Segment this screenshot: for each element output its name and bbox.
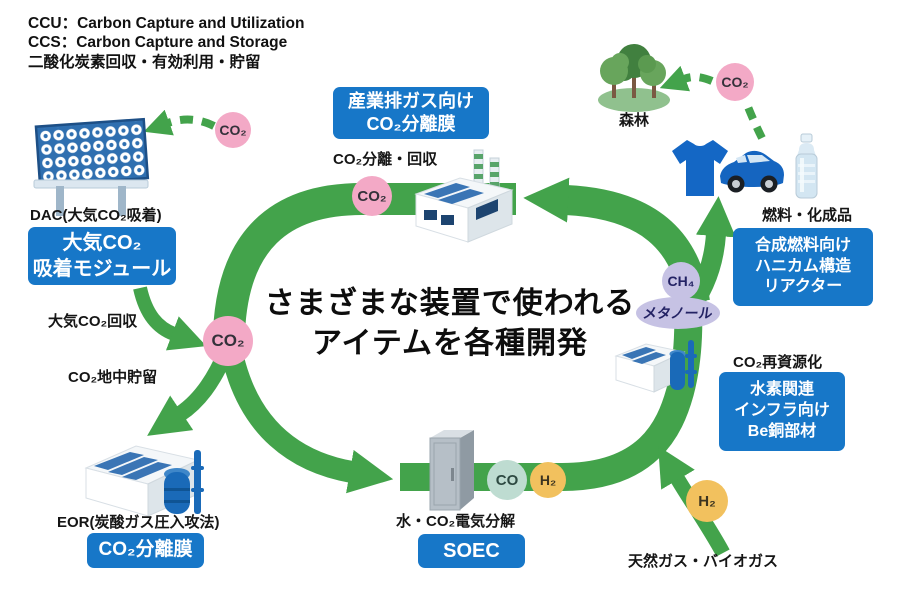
factory-tanks-right-icon [614, 340, 697, 393]
bottle-icon [795, 133, 818, 199]
h2-feed-badge: H₂ [686, 480, 728, 522]
flow-arrows [133, 65, 766, 557]
legend-block: CCU：Carbon Capture and Utilization CCS：C… [28, 14, 304, 72]
legend-line-ccu: CCU：Carbon Capture and Utilization [28, 15, 305, 32]
dashed-co2-to-dac [143, 109, 216, 136]
car-icon [720, 150, 784, 193]
legend-line-ccs: CCS：Carbon Capture and Storage [28, 34, 288, 52]
factory-tanks-eor-icon [84, 445, 204, 517]
dac-caption: DAC(大気CO₂吸着) [30, 207, 162, 224]
co-badge: CO [487, 460, 527, 500]
forest-label: 森林 [619, 112, 650, 129]
soec-box: SOEC [418, 534, 525, 568]
arrow-dac-to-hub [133, 286, 207, 351]
center-message: さまざまな装置で使われる アイテムを各種開発 [264, 287, 636, 360]
fuel-products-label: 燃料・化成品 [762, 207, 853, 224]
co2-recycling-label: CO₂再資源化 [733, 354, 823, 371]
dac-module-box: 大気CO₂ 吸着モジュール [28, 227, 176, 285]
trees-icon [598, 44, 670, 112]
co2-hub-badge: CO₂ [203, 316, 253, 366]
ch4-badge: CH₄ [662, 262, 700, 300]
band-soec-to-methane [400, 305, 703, 491]
methanol-badge: メタノール [636, 297, 720, 329]
industrial-membrane-box: 産業排ガス向け CO₂分離膜 [333, 87, 489, 139]
honeycomb-reactor-box: 合成燃料向け ハニカム構造 リアクター [733, 228, 873, 306]
be-copper-box: 水素関連 インフラ向け Be銅部材 [719, 372, 845, 451]
eor-caption: EOR(炭酸ガス圧入攻法) [57, 514, 220, 531]
tshirt-icon [672, 140, 728, 196]
co2-separation-label: CO₂分離・回収 [333, 151, 438, 168]
air-capture-label: 大気CO₂回収 [48, 313, 138, 330]
eor-membrane-box: CO₂分離膜 [87, 533, 204, 568]
dashed-products-to-co2 [742, 100, 766, 140]
h2-out-badge: H₂ [530, 462, 566, 498]
natural-gas-label: 天然ガス・バイオガス [628, 553, 779, 570]
band-top-to-hub [213, 183, 516, 333]
dashed-co2-to-forest [659, 65, 714, 92]
arrow-hub-to-soec [222, 355, 394, 494]
legend-line-jp: 二酸化炭素回収・有効利用・貯留 [28, 53, 261, 71]
factory-chimneys-icon [414, 149, 514, 243]
co2-release-badge: CO₂ [716, 63, 754, 101]
electrolysis-label: 水・CO₂電気分解 [396, 513, 516, 530]
dac-panel-icon [33, 117, 150, 216]
electrolyzer-cabinet-icon [429, 430, 474, 511]
co2-flue-badge: CO₂ [352, 176, 392, 216]
underground-storage-label: CO₂地中貯留 [68, 369, 158, 386]
co2-air-badge: CO₂ [215, 112, 251, 148]
